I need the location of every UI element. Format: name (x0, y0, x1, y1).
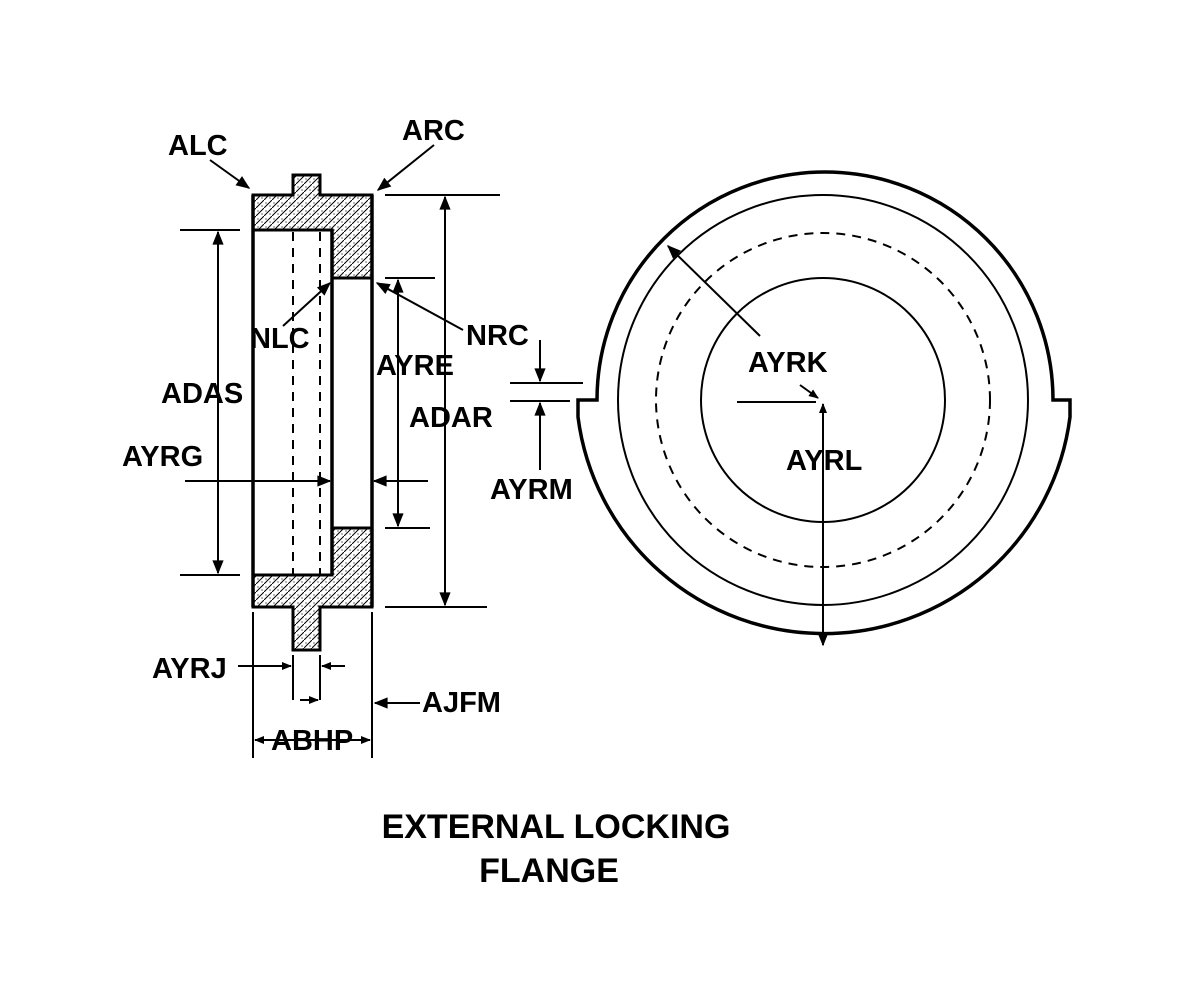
label-ayrg: AYRG (122, 441, 203, 473)
title-line-2: FLANGE (479, 852, 619, 890)
label-nrc: NRC (466, 320, 529, 352)
label-ayrm: AYRM (490, 474, 573, 506)
label-adas: ADAS (161, 378, 243, 410)
label-adar: ADAR (409, 402, 493, 434)
label-ayrl: AYRL (786, 445, 862, 477)
hatch-bottom (251, 526, 374, 652)
label-ajfm: AJFM (422, 687, 501, 719)
label-abhp: ABHP (271, 725, 353, 757)
outer-profile (576, 170, 1072, 636)
hatch-top (251, 173, 374, 280)
leader-ayrk (799, 384, 819, 399)
label-nlc: NLC (250, 323, 310, 355)
label-alc: ALC (168, 130, 228, 162)
label-arc: ARC (402, 115, 465, 147)
labels: ALC ARC NLC NRC ADAS AYRE ADAR AYRG AYRM… (122, 115, 862, 757)
leader-nlc (282, 282, 332, 327)
section-view (180, 144, 500, 758)
leader-nrc (375, 282, 464, 331)
label-ayrk: AYRK (748, 347, 828, 379)
label-ayrj: AYRJ (152, 653, 227, 685)
dim-ayrk-radius (666, 245, 761, 337)
drawing-title: EXTERNAL LOCKING FLANGE (382, 808, 731, 890)
leader-arc (376, 144, 435, 191)
front-view (510, 170, 1072, 647)
label-ayre: AYRE (376, 350, 454, 382)
leader-alc (209, 159, 251, 189)
title-line-1: EXTERNAL LOCKING (382, 808, 731, 846)
